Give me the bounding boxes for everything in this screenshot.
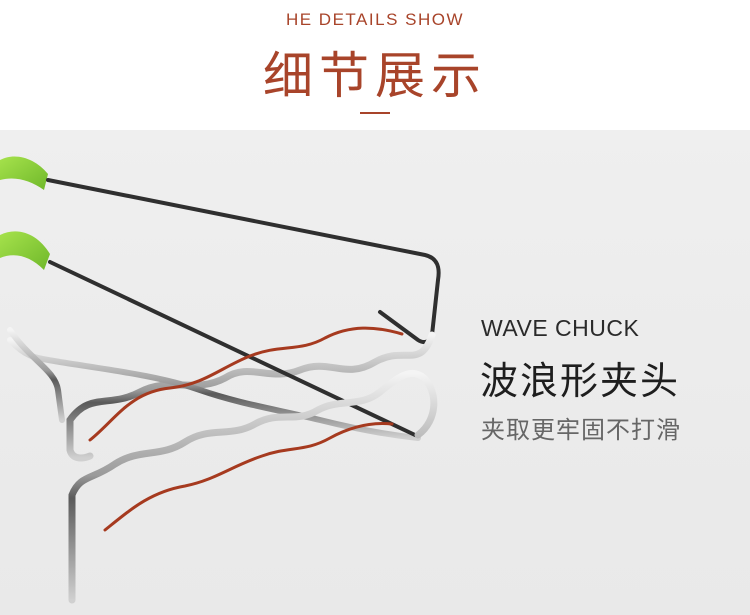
section-eyebrow: HE DETAILS SHOW: [285, 10, 465, 29]
wire-top-wave-inner: [7, 337, 421, 441]
wire-top-wave: [66, 331, 436, 462]
section-title: 细节展示: [263, 47, 487, 105]
feature-name-en: WAVE CHUCK: [481, 315, 640, 341]
wire-bottom-wave: [68, 369, 438, 604]
wave-highlight-bottom: [103, 422, 394, 532]
green-handle-top: [0, 156, 48, 190]
wire-clamp-illustration: [0, 156, 441, 604]
green-handle-bottom: [0, 231, 50, 270]
title-underline: [360, 112, 390, 114]
wire-top-arm: [46, 178, 441, 345]
feature-description: 夹取更牢固不打滑: [481, 416, 681, 444]
wire-bottom-arm: [48, 260, 417, 437]
feature-name-cn: 波浪形夹头: [480, 359, 681, 403]
section-header: HE DETAILS SHOW 细节展示: [0, 0, 750, 130]
wire-bottom-outer: [7, 327, 65, 423]
product-detail-photo: WAVE CHUCK 波浪形夹头 夹取更牢固不打滑: [0, 130, 750, 615]
wave-highlight-top: [88, 326, 404, 442]
